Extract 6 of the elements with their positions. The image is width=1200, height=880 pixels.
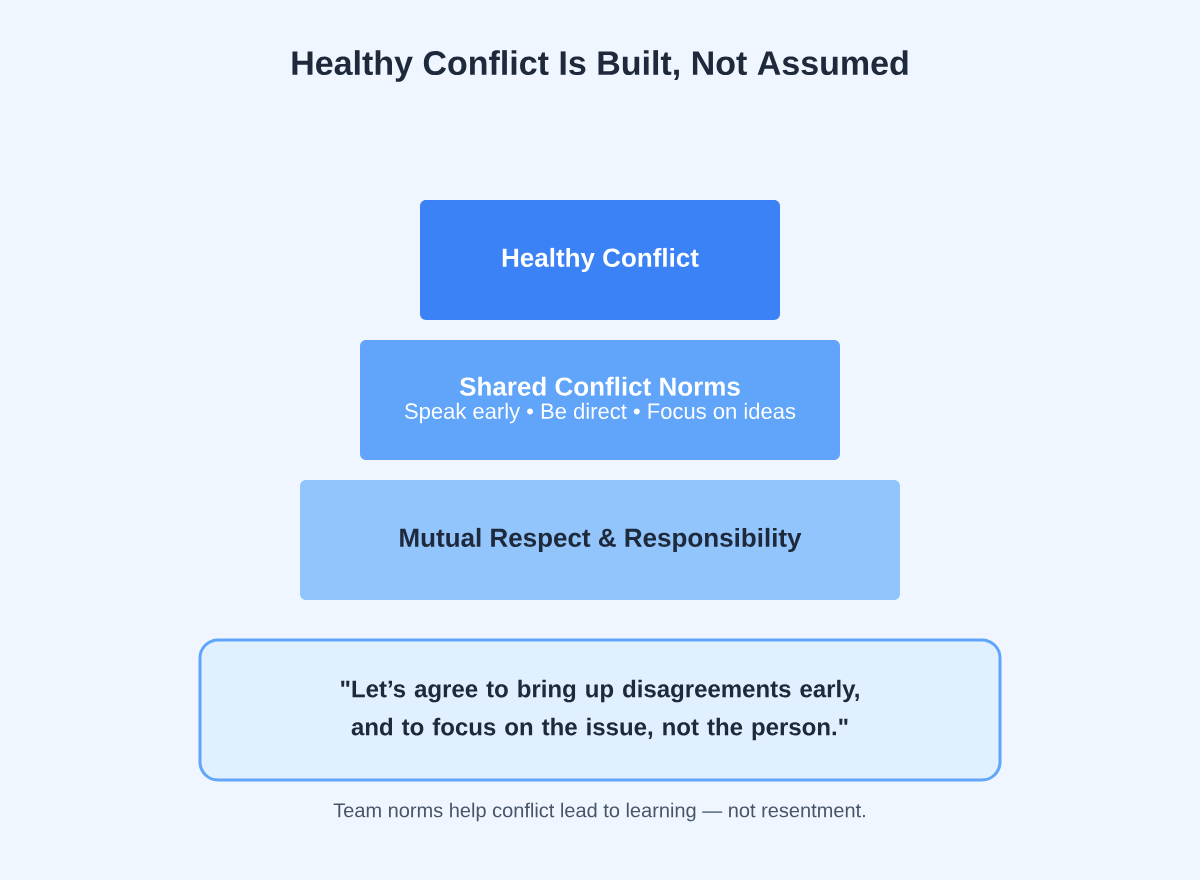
tier-box: Shared Conflict Norms Speak early • Be direct • Focus on ideas: [360, 340, 840, 460]
caption: Team norms help conflict lead to learning — not resentment.: [333, 802, 865, 822]
quote-box: "Let’s agree to bring up disagreements early, and to focus on the issue, not the person.": [198, 638, 1002, 782]
tier-box: Healthy Conflict: [420, 200, 780, 320]
title: Healthy Conflict Is Built, Not Assumed: [292, 50, 908, 82]
tier-box: Mutual Respect & Responsibility: [300, 480, 900, 600]
